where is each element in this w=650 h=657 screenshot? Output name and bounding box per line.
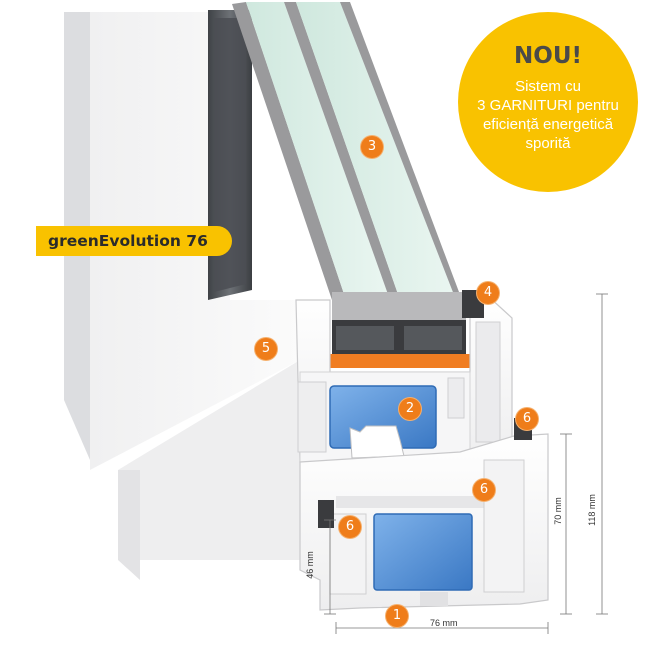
frame-profile <box>299 290 549 611</box>
badge-line-3: eficiență energetică <box>482 116 614 133</box>
callout-glazing: 3 <box>361 136 383 158</box>
badge-title: NOU! <box>514 43 582 69</box>
dimension-frame-height: 46 mm <box>304 551 315 579</box>
dimension-total-height: 118 mm <box>586 494 597 526</box>
callout-frame-reinforcement: 1 <box>386 605 408 627</box>
glass-spacer-block <box>324 292 470 368</box>
dimension-width: 76 mm <box>430 618 458 628</box>
callout-sash-reinforcement: 2 <box>399 398 421 420</box>
dimension-lines <box>324 293 608 634</box>
callout-gasket-middle: 6 <box>473 479 495 501</box>
triple-glazing <box>208 2 462 318</box>
callout-gasket-inner: 6 <box>339 516 361 538</box>
callout-gasket-outer: 6 <box>516 408 538 430</box>
badge-line-2: 3 GARNITURI pentru <box>477 97 619 114</box>
badge-line-1: Sistem cu <box>515 78 581 95</box>
new-feature-badge: NOU! Sistem cu 3 GARNITURI pentru eficie… <box>458 12 638 192</box>
callout-gasket-top: 4 <box>477 282 499 304</box>
dimension-sash-height: 70 mm <box>552 497 563 525</box>
product-label: greenEvolution 76 <box>36 226 232 256</box>
callout-frame: 5 <box>255 338 277 360</box>
badge-line-4: sporită <box>525 135 571 152</box>
